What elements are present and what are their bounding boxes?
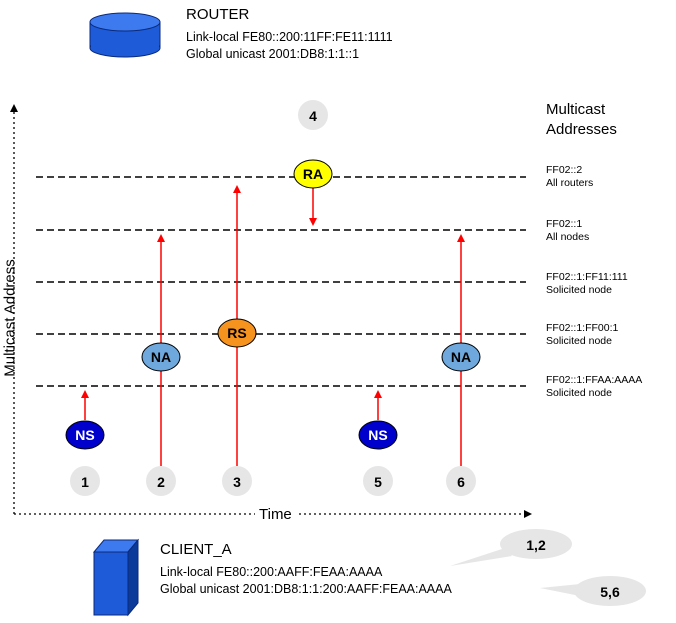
multicast-title-line2: Addresses (546, 121, 617, 138)
level-desc: Solicited node (546, 284, 612, 296)
step-number-6: 6 (457, 474, 465, 490)
level-address: FF02::1 (546, 218, 583, 230)
client-global-unicast: Global unicast 2001:DB8:1:1:200:AAFF:FEA… (160, 582, 452, 596)
client-link-local: Link-local FE80::200:AAFF:FEAA:AAAA (160, 565, 383, 579)
step-number-2: 2 (157, 474, 165, 490)
step-badge-1: 1 (70, 466, 100, 496)
rs-label-3: RS (227, 325, 246, 341)
level-label-ff00: FF02::1:FF00:1 Solicited node (546, 322, 618, 348)
client-name: CLIENT_A (160, 541, 232, 558)
multicast-title-line1: Multicast (546, 101, 606, 118)
step-badge-2: 2 (146, 466, 176, 496)
rs-message-3: RS (217, 318, 257, 348)
level-label-ff11: FF02::1:FF11:111 Solicited node (546, 271, 628, 297)
router-global-unicast: Global unicast 2001:DB8:1:1::1 (186, 47, 360, 61)
callout-label-5-6: 5,6 (600, 584, 620, 600)
level-desc: All routers (546, 177, 594, 189)
na-label-6: NA (451, 349, 471, 365)
level-label-all-nodes: FF02::1 All nodes (546, 218, 589, 244)
na-message-6: NA (441, 342, 481, 372)
level-desc: Solicited node (546, 335, 612, 347)
ns-label-1: NS (75, 427, 94, 443)
router-icon (89, 12, 161, 58)
level-address: FF02::1:FF00:1 (546, 322, 619, 334)
level-label-all-routers: FF02::2 All routers (546, 164, 593, 190)
step-number-3: 3 (233, 474, 241, 490)
na-message-2: NA (141, 342, 181, 372)
level-desc: Solicited node (546, 387, 612, 399)
na-label-2: NA (151, 349, 171, 365)
step-badge-6: 6 (446, 466, 476, 496)
level-address: FF02::2 (546, 164, 583, 176)
ra-label-4: RA (303, 166, 323, 182)
x-axis-label: Time (255, 506, 296, 523)
callout-1-2: 1,2 (450, 529, 572, 566)
step-number-5: 5 (374, 474, 382, 490)
step-badge-5: 5 (363, 466, 393, 496)
y-axis-label: Multicast Address (1, 259, 19, 377)
level-address: FF02::1:FF11:111 (546, 271, 628, 283)
ns-message-5: NS (358, 420, 398, 450)
step-number-4: 4 (309, 108, 317, 124)
step-badge-4: 4 (298, 100, 328, 130)
level-address: FF02::1:FFAA:AAAA (546, 374, 643, 386)
ra-message-4: RA (293, 159, 333, 189)
level-label-ffaa: FF02::1:FFAA:AAAA Solicited node (546, 374, 642, 400)
client-icon (92, 538, 140, 617)
step-number-1: 1 (81, 474, 89, 490)
ns-label-5: NS (368, 427, 387, 443)
level-desc: All nodes (546, 231, 590, 243)
callout-5-6: 5,6 (540, 576, 646, 606)
ns-message-1: NS (65, 420, 105, 450)
step-badge-3: 3 (222, 466, 252, 496)
callout-label-1-2: 1,2 (526, 537, 546, 553)
router-link-local: Link-local FE80::200:11FF:FE11:1111 (186, 30, 393, 44)
router-name: ROUTER (186, 6, 250, 23)
